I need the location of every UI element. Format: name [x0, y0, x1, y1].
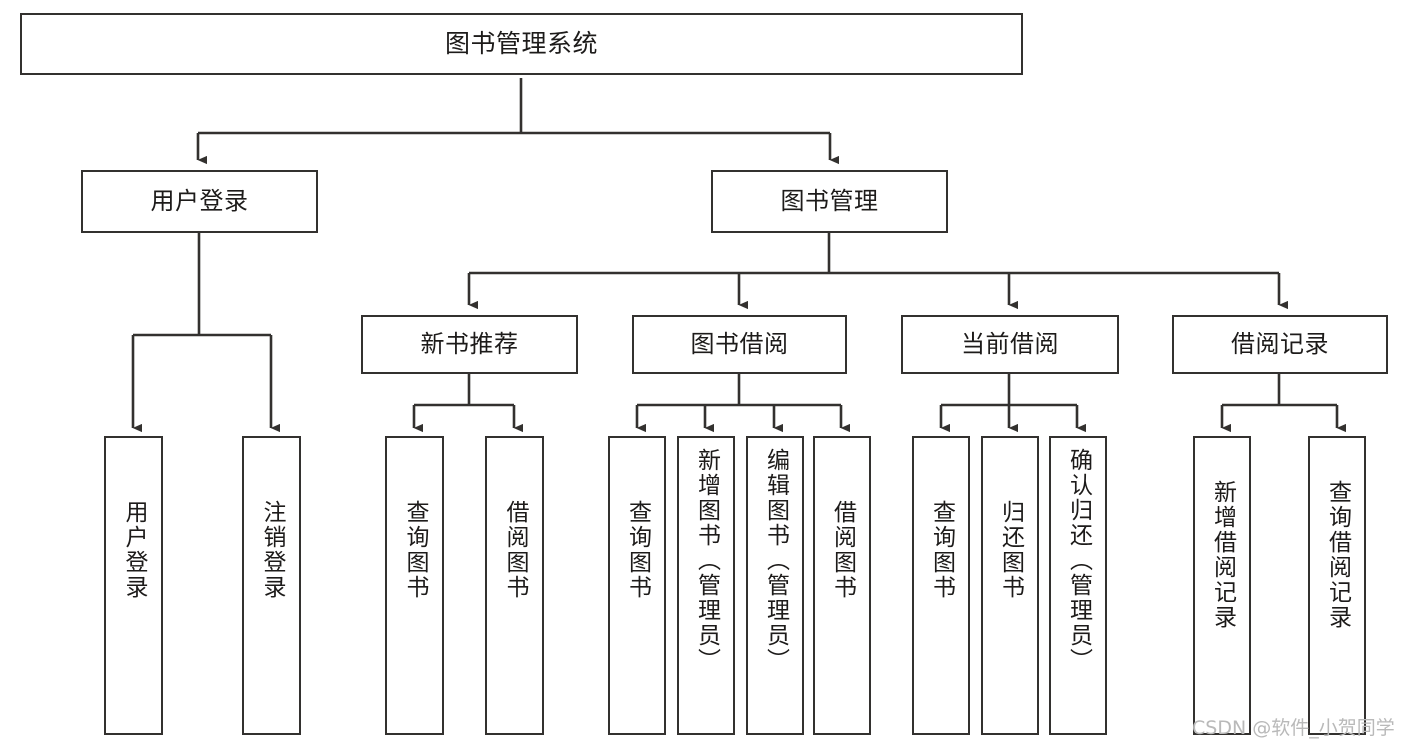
node-new-book-recommend-label: 新书推荐 — [420, 329, 519, 358]
node-current-borrow-label: 当前借阅 — [961, 329, 1059, 358]
node-leaf-add-book-label: 新增图书（管理员） — [693, 448, 720, 673]
node-current-borrow[interactable]: 当前借阅 — [901, 315, 1119, 374]
node-leaf-add-record-label: 新增借阅记录 — [1209, 480, 1236, 630]
node-leaf-query-book-1-label: 查询图书 — [402, 500, 428, 600]
node-user-login[interactable]: 用户登录 — [81, 170, 318, 233]
node-leaf-query-book-2-label: 查询图书 — [624, 500, 651, 600]
node-leaf-query-book-2[interactable]: 查询图书 — [608, 436, 666, 735]
node-leaf-query-book-3-label: 查询图书 — [928, 500, 955, 600]
node-leaf-confirm-return[interactable]: 确认归还（管理员） — [1049, 436, 1107, 735]
node-leaf-logout-login-label: 注销登录 — [259, 500, 285, 600]
node-book-manage-label: 图书管理 — [780, 186, 879, 215]
node-book-manage[interactable]: 图书管理 — [711, 170, 948, 233]
node-new-book-recommend[interactable]: 新书推荐 — [361, 315, 578, 374]
node-leaf-add-book[interactable]: 新增图书（管理员） — [677, 436, 735, 735]
node-root-label: 图书管理系统 — [444, 28, 598, 58]
node-leaf-user-login[interactable]: 用户登录 — [104, 436, 163, 735]
node-leaf-user-login-label: 用户登录 — [121, 500, 147, 600]
node-leaf-return-book[interactable]: 归还图书 — [981, 436, 1039, 735]
node-leaf-query-record[interactable]: 查询借阅记录 — [1308, 436, 1366, 735]
node-leaf-borrow-book-1-label: 借阅图书 — [502, 500, 528, 600]
node-leaf-confirm-return-label: 确认归还（管理员） — [1065, 448, 1092, 673]
node-leaf-edit-book-label: 编辑图书（管理员） — [762, 448, 789, 673]
node-leaf-logout-login[interactable]: 注销登录 — [242, 436, 301, 735]
node-borrow-record-label: 借阅记录 — [1231, 329, 1329, 358]
csdn-watermark: CSDN @软件_小贺同学 — [1192, 717, 1395, 739]
node-leaf-return-book-label: 归还图书 — [997, 500, 1024, 600]
node-leaf-query-book-1[interactable]: 查询图书 — [385, 436, 444, 735]
node-leaf-borrow-book-1[interactable]: 借阅图书 — [485, 436, 544, 735]
node-leaf-borrow-book-2[interactable]: 借阅图书 — [813, 436, 871, 735]
node-book-borrow-label: 图书借阅 — [690, 329, 789, 358]
node-leaf-add-record[interactable]: 新增借阅记录 — [1193, 436, 1251, 735]
node-book-borrow[interactable]: 图书借阅 — [632, 315, 847, 374]
node-leaf-edit-book[interactable]: 编辑图书（管理员） — [746, 436, 804, 735]
node-leaf-query-book-3[interactable]: 查询图书 — [912, 436, 970, 735]
node-leaf-query-record-label: 查询借阅记录 — [1324, 480, 1351, 630]
node-borrow-record[interactable]: 借阅记录 — [1172, 315, 1388, 374]
node-root-book-management-system[interactable]: 图书管理系统 — [20, 13, 1023, 75]
node-leaf-borrow-book-2-label: 借阅图书 — [829, 500, 856, 600]
node-user-login-label: 用户登录 — [150, 186, 249, 215]
